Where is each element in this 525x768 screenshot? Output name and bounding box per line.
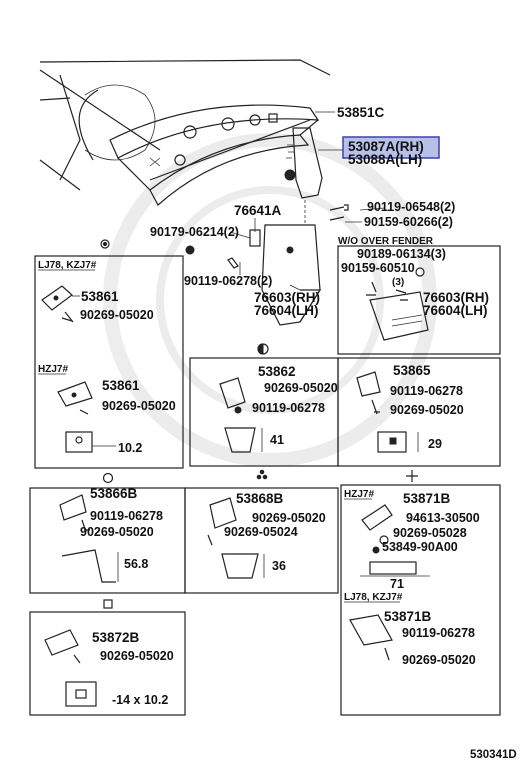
- label-53865: 53865: [393, 363, 431, 378]
- marker-half-circle-icon: [257, 343, 269, 355]
- bracket-53868b[interactable]: [207, 497, 237, 546]
- mudguard-76603-76604[interactable]: [261, 224, 322, 326]
- bracket-53871b-profile: [360, 561, 430, 577]
- label-76641a: 76641A: [234, 203, 282, 218]
- label-90269-05020-b: 90269-05020: [102, 399, 176, 413]
- label-90119-06278-2: 90119-06278(2): [184, 274, 272, 288]
- label-53861-a: 53861: [81, 289, 119, 304]
- bracket-53865-profile: [377, 431, 419, 453]
- label-76604-lh-2: 76604(LH): [423, 303, 488, 318]
- screw-90119-06278-2[interactable]: [227, 257, 239, 269]
- label-53872b: 53872B: [92, 630, 140, 645]
- label-53849-90a00: 53849-90A00: [382, 540, 458, 554]
- bracket-53861-a[interactable]: [41, 285, 74, 323]
- label-53868b: 53868B: [236, 491, 284, 506]
- bracket-53866b[interactable]: [59, 494, 90, 533]
- box-53872b: [29, 611, 186, 716]
- screw-90119-06548[interactable]: [329, 204, 349, 221]
- watermark-emblem: [103, 133, 437, 467]
- label-qty-3: (3): [392, 277, 404, 288]
- bracket-53872b-profile: [65, 681, 97, 707]
- label-94613-30500: 94613-30500: [406, 511, 480, 525]
- bracket-53866b-profile: [61, 549, 119, 583]
- label-90189-06134: 90189-06134(3): [357, 247, 446, 261]
- label-90269-05028: 90269-05028: [393, 526, 467, 540]
- label-90159-60510: 90159-60510: [341, 261, 415, 275]
- box-53868b: [184, 487, 339, 594]
- fender-flare-53851c[interactable]: [109, 104, 320, 206]
- label-90269-05020-a: 90269-05020: [80, 308, 154, 322]
- label-90119-06278-a: 90119-06278: [252, 401, 325, 415]
- model-label-lj78-kzj7-b: LJ78, KZJ7#: [344, 592, 403, 603]
- label-90269-05020-d: 90269-05020: [390, 403, 464, 417]
- marker-circle-open-icon: [102, 472, 114, 484]
- label-53871b-b: 53871B: [384, 609, 432, 624]
- box-53865: [337, 357, 501, 467]
- bracket-53861-b[interactable]: [57, 381, 93, 415]
- highlight-box-53087a[interactable]: [342, 136, 440, 159]
- leader-lines-top: [229, 111, 386, 291]
- label-90119-06278-b: 90119-06278: [390, 384, 463, 398]
- vehicle-body-outline: [39, 59, 331, 191]
- label-76603-rh: 76603(RH): [254, 290, 320, 305]
- bolt-90189-06134[interactable]: [366, 267, 425, 301]
- label-90269-05020-f: 90269-05020: [252, 511, 326, 525]
- bracket-53865[interactable]: [356, 371, 381, 415]
- note-without-over-fender: W/O OVER FENDER: [338, 236, 434, 247]
- dim-10-2: 10.2: [118, 441, 142, 455]
- label-90119-06278-d: 90119-06278: [402, 626, 475, 640]
- label-53088a-lh: 53088A(LH): [348, 152, 422, 167]
- model-label-lj78-kzj7: LJ78, KZJ7#: [38, 260, 97, 271]
- label-53861-b: 53861: [102, 378, 140, 393]
- box-left-panel: [34, 255, 184, 469]
- box-53871b: [340, 484, 501, 716]
- label-90159-60266: 90159-60266(2): [364, 215, 453, 229]
- label-90269-05024: 90269-05024: [224, 525, 298, 539]
- label-90269-05020-h: 90269-05020: [100, 649, 174, 663]
- marker-cross-icon: [406, 470, 418, 482]
- dim-29: 29: [428, 437, 442, 451]
- bracket-53862[interactable]: [219, 377, 246, 414]
- label-53862: 53862: [258, 364, 296, 379]
- mudguard-small[interactable]: [369, 291, 429, 341]
- label-53871b-a: 53871B: [403, 491, 451, 506]
- label-53851c: 53851C: [337, 105, 385, 120]
- label-90269-05020-e: 90269-05020: [80, 525, 154, 539]
- model-label-hzj7-b: HZJ7#: [344, 489, 374, 500]
- dim-14x10-2: -14 x 10.2: [112, 693, 168, 707]
- label-90119-06548: 90119-06548(2): [367, 200, 455, 214]
- model-label-hzj7-a: HZJ7#: [38, 364, 68, 375]
- label-53087a-rh: 53087A(RH): [348, 139, 424, 154]
- clip-90179-06214[interactable]: [185, 245, 195, 255]
- label-90269-05020-g: 90269-05020: [402, 653, 476, 667]
- bracket-53862-profile: [224, 427, 263, 453]
- bracket-53861-profile: [65, 431, 116, 453]
- dim-56-8: 56.8: [124, 557, 148, 571]
- label-53866b: 53866B: [90, 486, 138, 501]
- marker-circle-dot-icon: [100, 239, 110, 249]
- box-53866b: [29, 487, 186, 594]
- dim-36: 36: [272, 559, 286, 573]
- dim-41: 41: [270, 433, 284, 447]
- label-76603-rh-2: 76603(RH): [423, 290, 489, 305]
- diagram-number: 530341D: [470, 749, 517, 761]
- label-76604-lh: 76604(LH): [254, 303, 319, 318]
- bracket-76641a[interactable]: [249, 229, 261, 247]
- label-90119-06278-c: 90119-06278: [90, 509, 163, 523]
- dim-71: 71: [390, 577, 404, 591]
- bracket-53871b-a[interactable]: [361, 504, 393, 554]
- label-90269-05020-c: 90269-05020: [264, 381, 338, 395]
- marker-three-dots-icon: [256, 469, 268, 480]
- box-without-over-fender: [337, 245, 501, 355]
- label-90179-06214: 90179-06214(2): [150, 225, 239, 239]
- bracket-53872b[interactable]: [44, 629, 81, 664]
- fender-flare-extension[interactable]: [284, 127, 323, 199]
- marker-square-icon: [103, 599, 113, 609]
- bracket-53868b-profile: [221, 553, 265, 579]
- bracket-53871b-b[interactable]: [349, 614, 393, 661]
